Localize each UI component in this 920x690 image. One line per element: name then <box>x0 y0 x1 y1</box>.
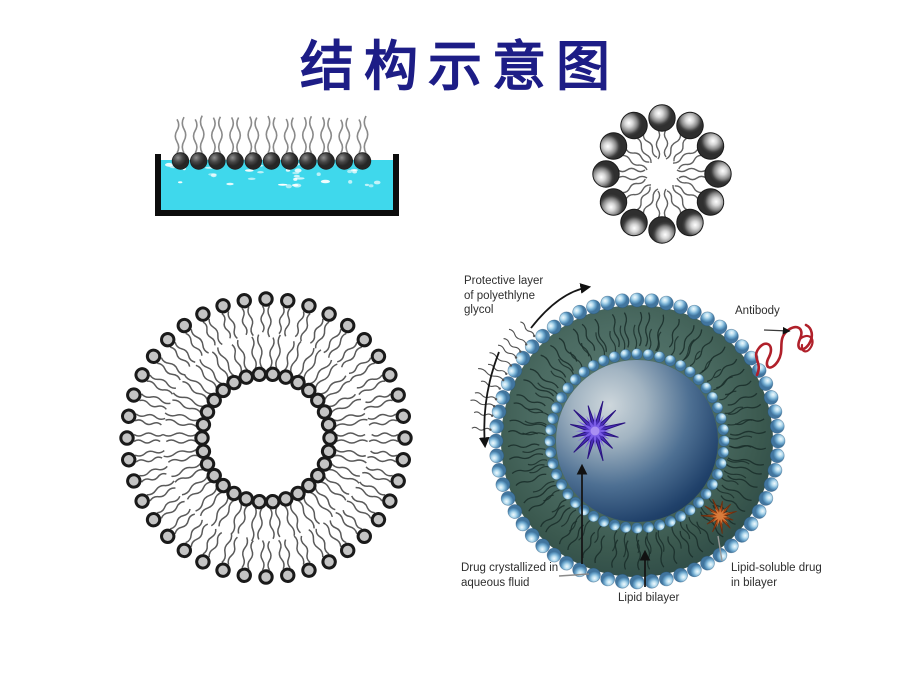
label-lipid-soluble-drug: Lipid-soluble drug in bilayer <box>731 562 822 589</box>
drug-liposome-figure <box>470 283 814 590</box>
monolayer-lipids <box>171 115 372 170</box>
label-antibody: Antibody <box>735 305 780 317</box>
label-peg-layer: Protective layer of polyethlyne glycol <box>464 275 544 317</box>
inner-bead-ring <box>544 348 730 534</box>
annotation-arrows <box>478 283 791 587</box>
outer-leaflet <box>119 291 413 585</box>
peg-chains <box>470 321 536 431</box>
bilayer-tails <box>507 311 767 571</box>
membrane-drug <box>700 499 737 534</box>
micelle-figure <box>592 104 732 244</box>
drug-crystal <box>570 400 626 462</box>
monolayer-figure <box>155 115 399 216</box>
aqueous-core <box>556 360 718 522</box>
slide-title: 结构示意图 <box>300 34 620 98</box>
antibody-molecule <box>754 323 814 377</box>
liposome-cross-section-figure <box>119 291 413 585</box>
water-tray <box>155 154 399 216</box>
label-lipid-bilayer: Lipid bilayer <box>618 592 680 604</box>
outer-bead-ring <box>488 292 786 590</box>
label-drug-crystallized: Drug crystallized in aqueous fluid <box>461 562 559 589</box>
inner-leaflet <box>162 334 368 542</box>
